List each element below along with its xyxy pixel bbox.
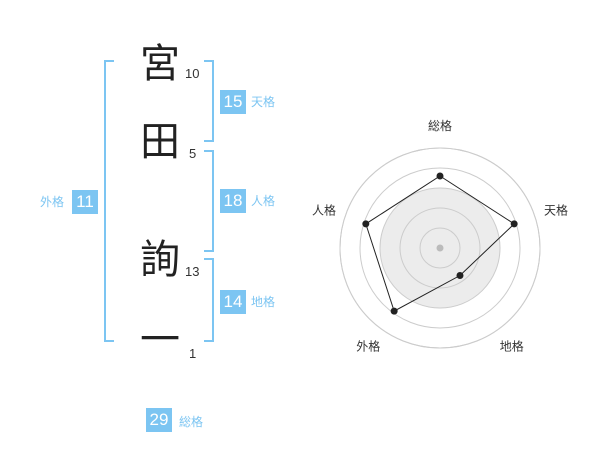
radar-grid-ring — [359, 167, 521, 329]
gaikaku-value: 11 — [72, 190, 98, 214]
radar-grid-ring — [379, 187, 501, 309]
name-char-4: 一 — [140, 317, 180, 363]
radar-axis-label: 外格 — [356, 339, 380, 354]
jinkaku-label: 人格 — [251, 194, 276, 208]
radar-grid-ring — [339, 147, 541, 349]
soukaku-label: 総格 — [179, 415, 204, 429]
stroke-count-4: 1 — [189, 346, 197, 361]
radar-axis-label: 天格 — [544, 202, 568, 217]
stroke-count-3: 13 — [185, 264, 200, 279]
name-char-2: 田 — [140, 119, 180, 165]
radar-axis-label: 総格 — [428, 118, 452, 133]
radar-data-point — [436, 172, 444, 180]
radar-data-point — [510, 220, 518, 228]
soukaku-value: 29 — [146, 408, 172, 432]
jinkaku-bracket — [204, 150, 214, 252]
radar-data-point — [362, 220, 370, 228]
radar-grid-ring — [419, 227, 461, 269]
radar-axis-label: 地格 — [500, 339, 524, 354]
gaikaku-bracket — [104, 60, 114, 342]
name-char-1: 宮 — [140, 41, 180, 87]
tenkaku-value: 15 — [220, 90, 246, 114]
stroke-count-1: 10 — [185, 66, 200, 81]
name-char-3: 詢 — [140, 237, 180, 283]
chikaku-value: 14 — [220, 290, 246, 314]
radar-center — [436, 244, 444, 252]
radar-grid-ring — [399, 207, 481, 289]
chikaku-bracket — [204, 258, 214, 342]
radar-axis-label: 人格 — [312, 202, 336, 217]
radar-series-polygon — [365, 175, 515, 312]
jinkaku-value: 18 — [220, 189, 246, 213]
chikaku-label: 地格 — [251, 295, 276, 309]
tenkaku-label: 天格 — [251, 95, 276, 109]
radar-data-point — [456, 272, 464, 280]
gaikaku-label: 外格 — [40, 195, 65, 209]
tenkaku-bracket — [204, 60, 214, 142]
stroke-count-2: 5 — [189, 146, 197, 161]
radar-data-point — [390, 307, 398, 315]
